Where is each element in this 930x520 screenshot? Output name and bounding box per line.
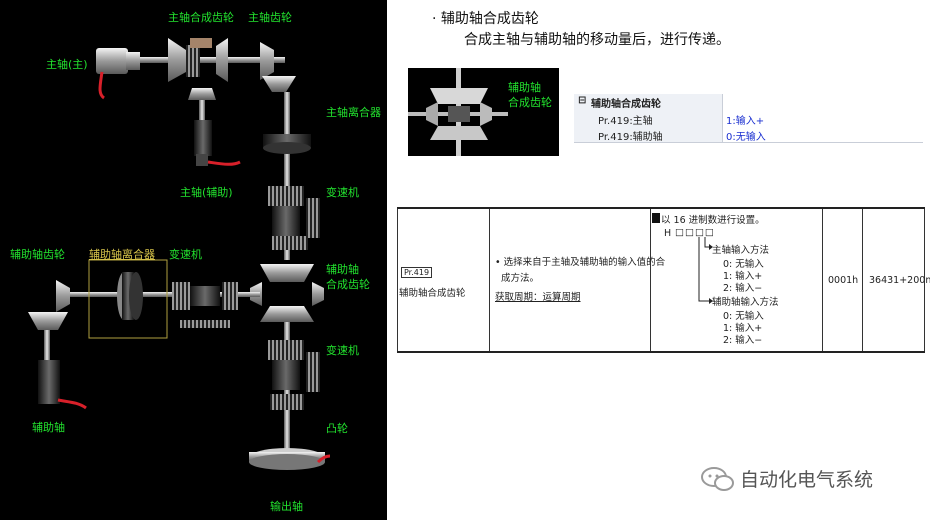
aux-synth-gear-thumbnail: 辅助轴 合成齿轮: [408, 68, 559, 156]
label-aux-clutch: 辅助轴离合器: [89, 248, 155, 261]
tree-row-value[interactable]: 1:输入+: [726, 116, 765, 127]
label-cam: 凸轮: [326, 422, 348, 435]
thumbnail-label: 辅助轴 合成齿轮: [508, 81, 552, 109]
parameter-table: Pr.419 辅助轴合成齿轮 • 选择来自于主轴及辅助轴的输入值的合 成方法。 …: [397, 207, 930, 353]
main-option: 1: 输入+: [723, 271, 763, 282]
tree-row[interactable]: Pr.419:主轴 1:输入+: [574, 110, 924, 127]
hex-bracket-lines: [698, 237, 713, 304]
label-main-clutch: 主轴离合器: [326, 106, 381, 119]
thumbnail-drawing: [408, 68, 508, 156]
main-input-title: 主轴输入方法: [712, 245, 770, 256]
aux-gear-shape: [28, 280, 87, 410]
tree-row-name: Pr.419:主轴: [598, 116, 653, 127]
label-output-shaft: 输出轴: [270, 500, 303, 513]
aux-clutch-frame: [88, 259, 168, 339]
right-vertical-shaft-top: [284, 92, 290, 260]
cam-shape: [249, 448, 331, 470]
parameter-tree: ⊟ 辅助轴合成齿轮 Pr.419:主轴 1:输入+ Pr.419:辅助轴 0:无…: [574, 94, 924, 143]
param-description: • 选择来自于主轴及辅助轴的输入值的合 成方法。: [495, 257, 666, 284]
hex-digit-boxes: □□□□: [675, 227, 715, 238]
main-gear: [260, 42, 296, 92]
main-synth-lower-gear: [188, 88, 241, 166]
mechanism-diagram: 主轴合成齿轮 主轴齿轮 主轴(主) 主轴离合器 主轴(辅助) 变速机 辅助轴齿轮…: [0, 0, 387, 520]
aux-clutch-shape: [117, 272, 143, 320]
tree-group-row[interactable]: ⊟ 辅助轴合成齿轮: [574, 94, 924, 111]
chat-bubble-icon: [701, 467, 734, 491]
hex-prefix: H: [664, 228, 672, 239]
description-subtitle: 合成主轴与辅助轴的移动量后，进行传递。: [464, 32, 730, 48]
label-main-gear: 主轴齿轮: [248, 11, 292, 24]
main-option: 0: 无输入: [723, 259, 764, 270]
default-value: 0001h: [828, 275, 859, 286]
label-gearbox-1: 变速机: [326, 186, 359, 199]
aux-option: 1: 输入+: [723, 323, 763, 334]
main-clutch-shape: [263, 134, 311, 154]
aux-input-title: 辅助轴输入方法: [712, 297, 779, 308]
label-main-shaft-main: 主轴(主): [46, 58, 88, 71]
fetch-cycle: 获取周期：运算周期: [495, 292, 581, 303]
description-title: · 辅助轴合成齿轮: [432, 11, 539, 27]
setting-marker: [652, 213, 660, 223]
gearbox-2-shape: [172, 282, 238, 328]
aux-option: 0: 无输入: [723, 311, 764, 322]
aux-option: 2: 输入−: [723, 335, 763, 346]
label-gearbox-2: 变速机: [169, 248, 202, 261]
aux-synth-gear-shape: [250, 264, 324, 322]
label-main-synth-gear: 主轴合成齿轮: [168, 11, 234, 24]
label-main-shaft-aux: 主轴(辅助): [180, 186, 233, 199]
label-aux-shaft: 辅助轴: [32, 421, 65, 434]
label-gearbox-3: 变速机: [326, 344, 359, 357]
tree-row-name: Pr.419:辅助轴: [598, 132, 663, 143]
label-aux-gear: 辅助轴齿轮: [10, 248, 65, 261]
main-synth-gear: [168, 38, 228, 82]
mechanism-drawing: [28, 38, 331, 470]
gearbox-1-shape: [268, 186, 320, 250]
watermark-text: 自动化电气系统: [740, 469, 874, 491]
aux-horizontal-shaft: [60, 292, 260, 297]
gearbox-3-shape: [268, 340, 320, 410]
tree-row-value[interactable]: 0:无输入: [726, 132, 766, 143]
param-number: Pr.419: [401, 267, 433, 278]
buffer-address: 36431+200n: [869, 275, 930, 286]
tree-group-label: 辅助轴合成齿轮: [591, 99, 661, 110]
main-motor: [96, 48, 140, 100]
main-option: 2: 输入−: [723, 283, 763, 294]
tree-row[interactable]: Pr.419:辅助轴 0:无输入: [574, 126, 924, 143]
label-aux-synth-gear: 辅助轴 合成齿轮: [326, 263, 370, 291]
right-vertical-shaft-bottom: [284, 322, 290, 462]
setting-header: 以 16 进制数进行设置。: [661, 215, 765, 226]
collapse-icon[interactable]: ⊟: [578, 95, 587, 106]
param-name: 辅助轴合成齿轮: [399, 288, 466, 299]
